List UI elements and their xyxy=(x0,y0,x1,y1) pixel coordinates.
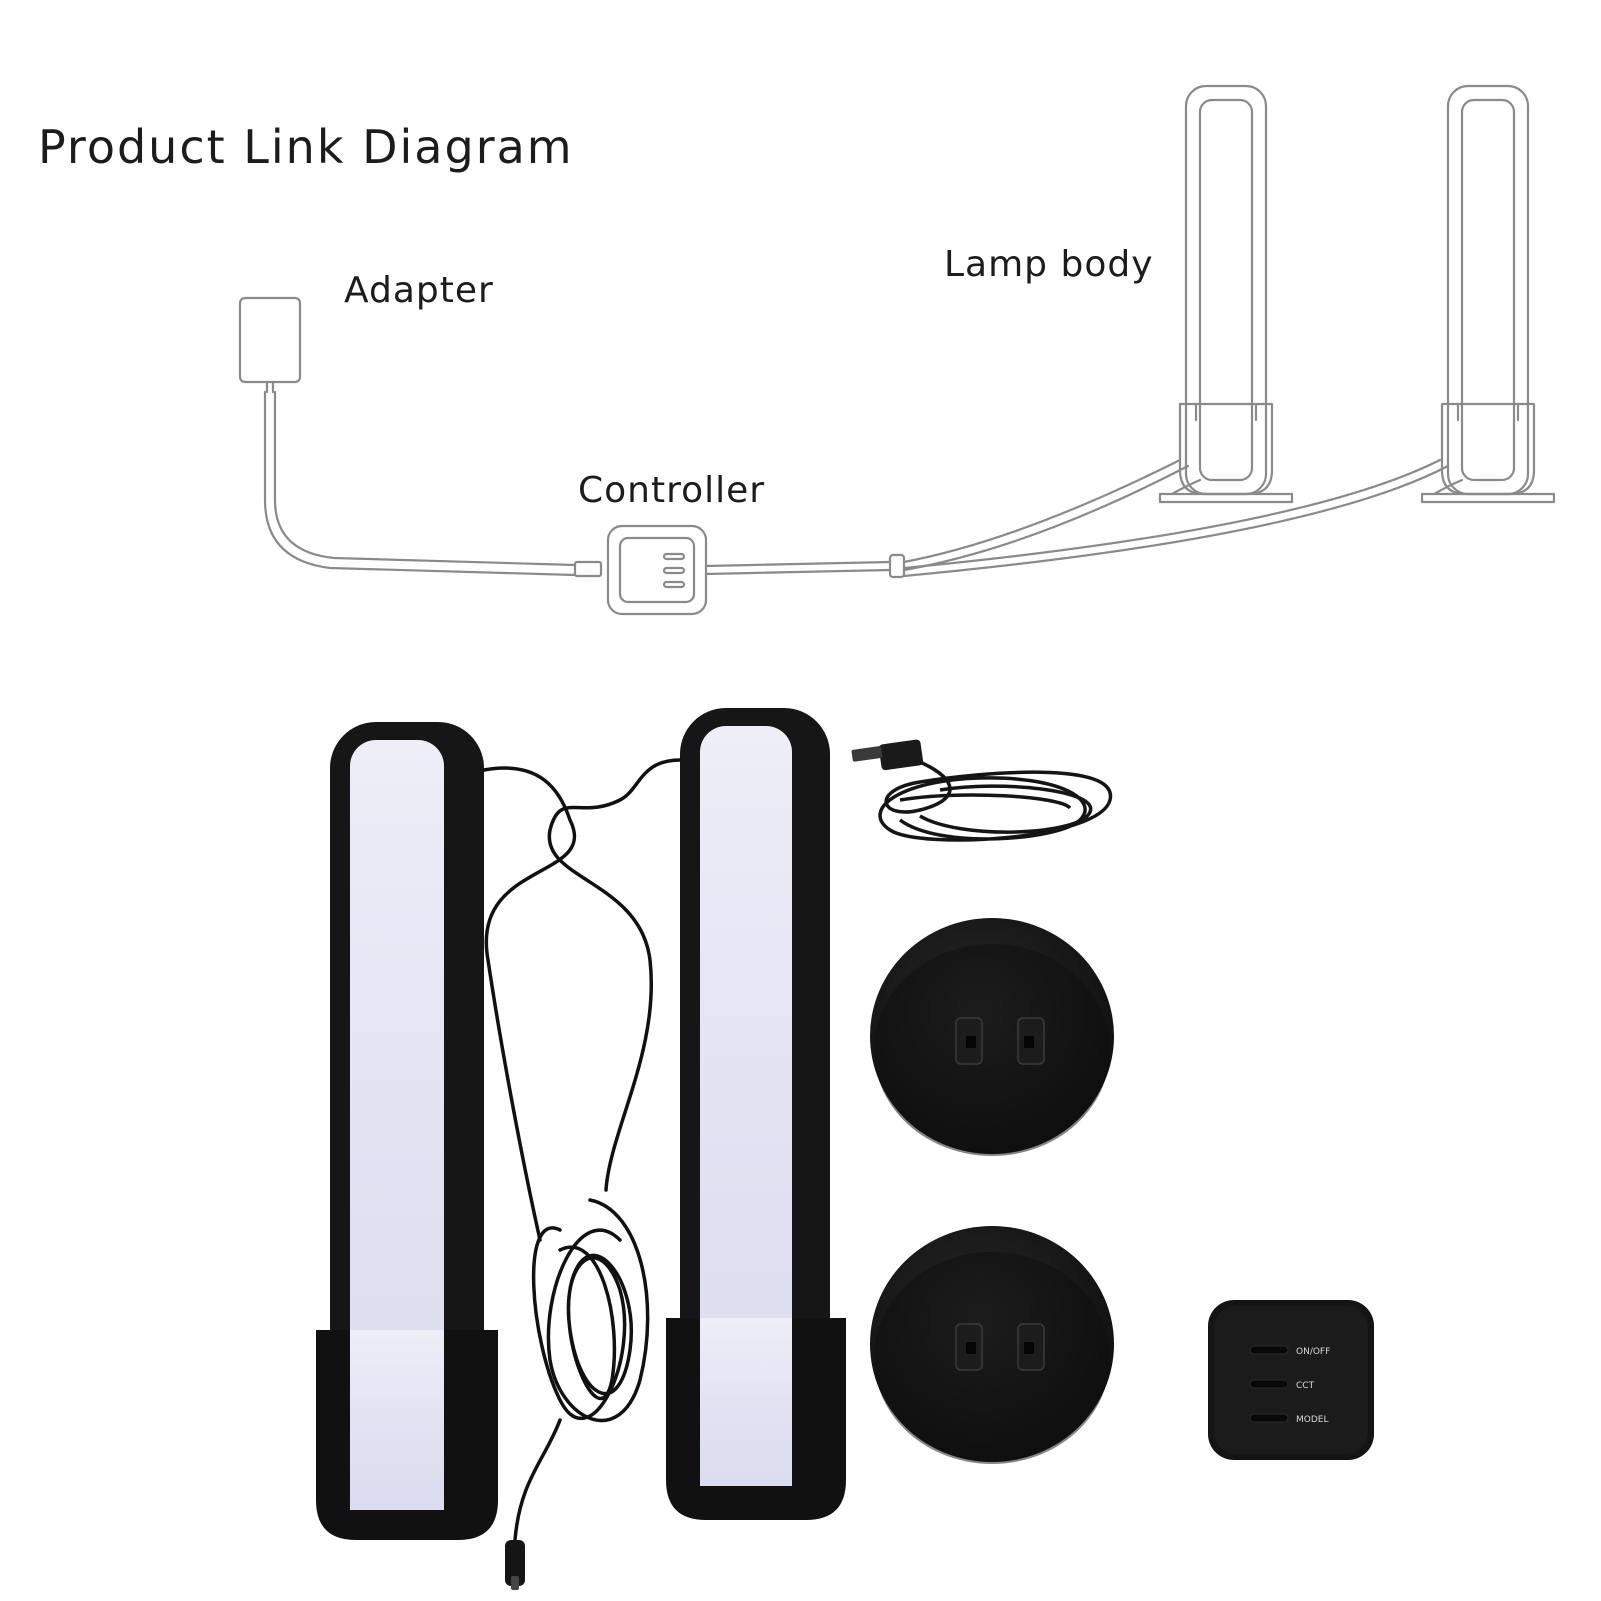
usb-c-plug-icon xyxy=(505,1540,525,1586)
lamp-cable-1 xyxy=(902,458,1190,572)
light-bar xyxy=(666,708,846,1520)
bar-cables xyxy=(482,758,682,1542)
controller-photo-icon: ON/OFF CCT MODEL xyxy=(1208,1300,1374,1460)
controller-button-cct: CCT xyxy=(1296,1381,1315,1391)
adapter-icon xyxy=(238,296,302,394)
lamp-base-icon xyxy=(870,1226,1114,1464)
diagram-title: Product Link Diagram xyxy=(38,120,574,174)
usb-cable-icon xyxy=(851,739,1112,842)
light-bar xyxy=(316,722,498,1540)
link-diagram xyxy=(238,84,1556,616)
lamp-body-icon xyxy=(1420,84,1556,504)
lamp-body-label: Lamp body xyxy=(944,244,1154,285)
controller-button-onoff: ON/OFF xyxy=(1296,1347,1330,1357)
controller-label: Controller xyxy=(578,470,766,511)
controller-icon xyxy=(606,524,708,616)
lamp-base-icon xyxy=(870,918,1114,1156)
lamp-body-icon xyxy=(1158,84,1294,504)
lamp-cable-2 xyxy=(902,458,1450,578)
adapter-cable xyxy=(263,390,577,577)
adapter-label: Adapter xyxy=(344,270,494,311)
controller-cable xyxy=(704,553,906,579)
controller-button-model: MODEL xyxy=(1296,1415,1328,1425)
